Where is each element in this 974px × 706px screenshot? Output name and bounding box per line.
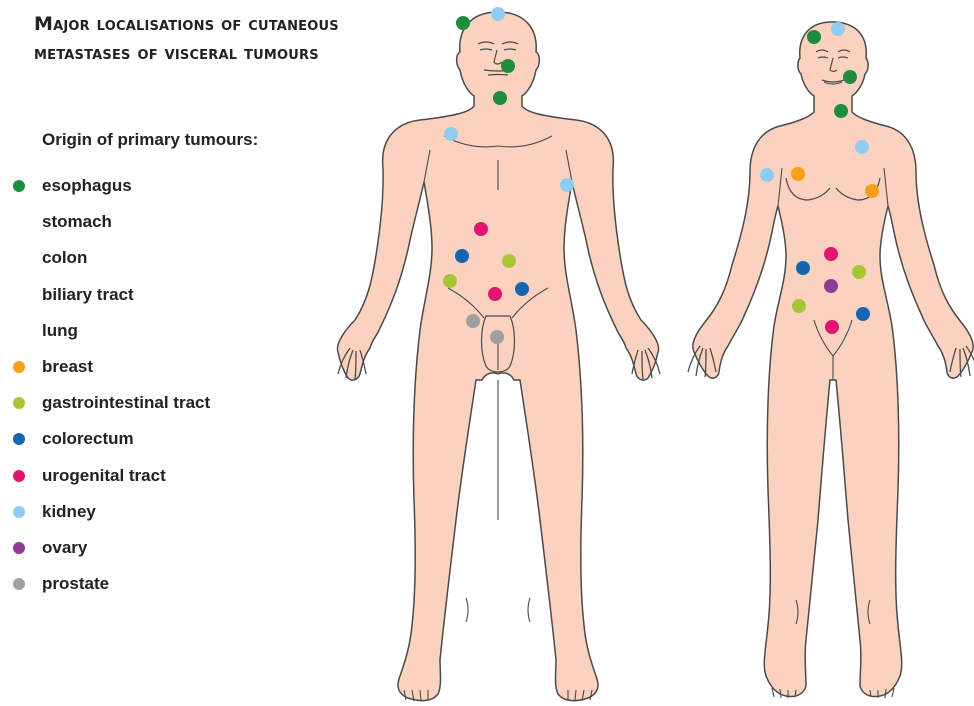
male-dot-prostate xyxy=(466,314,480,328)
male-dot-esophagus xyxy=(493,91,507,105)
male-dot-esophagus xyxy=(501,59,515,73)
male-dot-urogenital xyxy=(488,287,502,301)
male-dot-kidney xyxy=(444,127,458,141)
male-figure xyxy=(337,12,660,701)
female-dot-breast xyxy=(791,167,805,181)
female-dot-esophagus xyxy=(843,70,857,84)
male-dot-colorectum xyxy=(455,249,469,263)
female-dot-colorectum xyxy=(856,307,870,321)
female-dot-kidney xyxy=(855,140,869,154)
male-dot-gastrointestinal xyxy=(502,254,516,268)
female-dot-gastrointestinal xyxy=(792,299,806,313)
female-dot-gastrointestinal xyxy=(852,265,866,279)
female-dot-ovary xyxy=(824,279,838,293)
male-dot-colorectum xyxy=(515,282,529,296)
female-dot-kidney xyxy=(760,168,774,182)
female-dot-esophagus xyxy=(834,104,848,118)
male-dot-gastrointestinal xyxy=(443,274,457,288)
female-dot-esophagus xyxy=(807,30,821,44)
male-dot-urogenital xyxy=(474,222,488,236)
male-dot-prostate xyxy=(490,330,504,344)
male-dot-kidney xyxy=(491,7,505,21)
female-dot-urogenital xyxy=(824,247,838,261)
female-dot-breast xyxy=(865,184,879,198)
male-dot-kidney xyxy=(560,178,574,192)
female-dot-kidney xyxy=(831,22,845,36)
female-figure xyxy=(688,22,974,698)
female-dot-colorectum xyxy=(796,261,810,275)
female-dot-urogenital xyxy=(825,320,839,334)
male-dot-esophagus xyxy=(456,16,470,30)
